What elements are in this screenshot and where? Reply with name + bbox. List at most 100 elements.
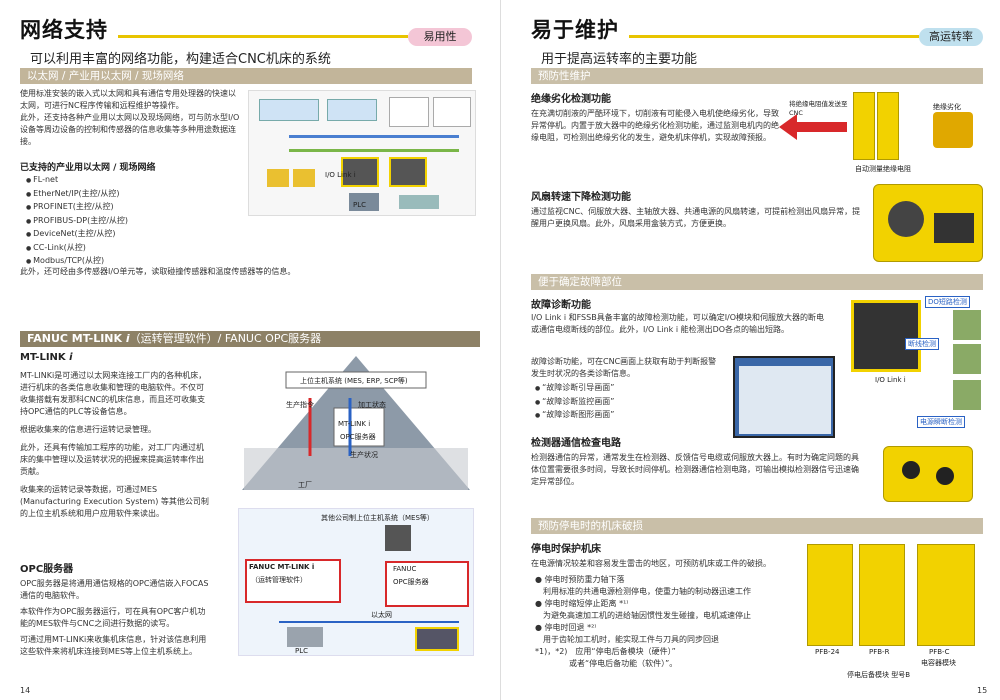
- paragraph: 此外，还具有传输加工程序的功能，对工厂内通过机床的集中管理以及运转状况的把握来提…: [20, 443, 204, 476]
- sensor-block: [293, 169, 315, 187]
- page-subtitle: 用于提高运转率的主要功能: [541, 52, 698, 67]
- item-title: 停电时预防重力轴下落: [544, 575, 625, 584]
- opc-box-title: FANUC: [393, 565, 417, 573]
- pfb-r-module: [859, 544, 905, 646]
- pfb-c-module: [917, 544, 975, 646]
- category-tag: 高运转率: [919, 28, 983, 46]
- item-title: 停电时回退 *²⁾: [544, 623, 597, 632]
- machining-status-label: 加工状态: [358, 401, 386, 409]
- ethernet-description: 使用标准安装的嵌入式以太网和具有通信专用处理器的快速以太网，可进行NC程序传输和…: [20, 88, 242, 148]
- mtlink-box-title: FANUC MT-LINK i: [249, 563, 315, 571]
- insulation-description: 在充满切削液的严酷环境下，切削液有可能侵入电机使绝缘劣化，导致异常停机。内置于放…: [531, 109, 779, 142]
- production-status-label: 生产状况: [350, 451, 378, 459]
- detector-checker-image: [883, 446, 973, 502]
- network-list: FL-net EtherNet/IP(主控/从控) PROFINET(主控/从控…: [26, 174, 128, 269]
- bar-rest: （运转管理软件）/ FANUC OPC服务器: [129, 332, 322, 345]
- connector-icon: [936, 467, 954, 485]
- paragraph: 收集来的运转记录等数据，可通过MES (Manufacturing Execut…: [20, 485, 209, 518]
- fan-box: [934, 213, 974, 243]
- modules-caption: 停电后备模块 型号B: [847, 671, 911, 679]
- fieldbus-line: [289, 149, 459, 152]
- paragraph: 可通过用MT-LINKi来收集机床信息，针对该信息利用这些软件来将机床连接到ME…: [20, 635, 207, 656]
- iolink-label: I/O Link i: [325, 171, 356, 179]
- detector-heading: 检测器通信检查电路: [531, 438, 621, 449]
- opc-description: OPC服务器是将通用通信规格的OPC通信嵌入FOCAS通信的电脑软件。 本软件作…: [20, 578, 210, 658]
- diagnosis-description: I/O Link i 和FSSB具备丰富的故障检测功能，可以确定I/O模块和伺服…: [531, 313, 825, 334]
- list-item: DeviceNet(主控/从控): [26, 228, 128, 242]
- pc-screen: [259, 99, 319, 121]
- pyramid-diagram: 上位主机系统 (MES, ERP, SCP等) 生产指令 加工状态 MT-LIN…: [238, 352, 474, 494]
- list-item: “故障诊断监控画面”: [535, 396, 614, 410]
- mtlink-label: MT-LINK i: [338, 420, 371, 428]
- section-bar-fault: 便于确定故障部位: [531, 274, 983, 290]
- red-arrow-icon: [779, 114, 847, 140]
- title-underline: [629, 35, 919, 38]
- diagnosis-list: “故障诊断引导画面” “故障诊断监控画面” “故障诊断图形画面”: [535, 382, 614, 423]
- opc-network-diagram: 其他公司制上位主机系统（MES等） FANUC MT-LINK i （运转管理软…: [238, 508, 474, 656]
- io-device: [399, 195, 439, 209]
- pc-screen: [327, 99, 377, 121]
- sensor-block: [267, 169, 289, 187]
- production-order-label: 生产指令: [286, 401, 314, 409]
- item-title: 停电时缩短停止距离 *¹⁾: [544, 599, 629, 608]
- network-diagram: I/O Link i PLC: [248, 90, 476, 216]
- motor-icon: [933, 112, 973, 148]
- list-item: EtherNet/IP(主控/从控): [26, 188, 128, 202]
- category-tag: 易用性: [408, 28, 472, 46]
- page-subtitle: 可以利用丰富的网络功能，构建适合CNC机床的系统: [30, 52, 331, 67]
- mtlink-heading: MT-LINK i: [20, 352, 73, 363]
- list-item: PROFINET(主控/从控): [26, 201, 128, 215]
- amplifier-module: [877, 92, 899, 160]
- item-detail: 利用标准的共通电源检测停电，使重力轴的制动器迅速工作: [543, 587, 751, 596]
- cnc-unit: [415, 627, 459, 651]
- item-detail: 为避免高速加工机的进给轴因惯性发生碰撞，电机减速停止: [543, 611, 751, 620]
- diagnosis-heading: 故障诊断功能: [531, 300, 591, 311]
- title-underline: [118, 35, 408, 38]
- opc-box-sub: OPC服务器: [393, 578, 429, 586]
- list-item: PROFIBUS-DP(主控/从控): [26, 215, 128, 229]
- section-bar-power-failure: 预防停电时的机床破损: [531, 518, 983, 534]
- page-number: 14: [20, 686, 31, 695]
- ethernet-line: [279, 621, 459, 623]
- power-failure-description: 在电源情况较差和容易发生雷击的地区，可预防机床或工件的破损。: [531, 559, 771, 568]
- host-label: 其他公司制上位主机系统（MES等）: [321, 514, 434, 522]
- power-failure-heading: 停电时保护机床: [531, 544, 601, 555]
- wire-break-label: 断线检测: [905, 338, 939, 350]
- io-module: [953, 344, 981, 374]
- paragraph: MT-LINKi是可通过以太网来连接工厂内的各种机床，进行机床的各类信息收集和管…: [20, 371, 207, 416]
- footnote: 或者“停电后备功能（软件）”。: [569, 659, 678, 668]
- paragraph: 使用标准安装的嵌入式以太网和具有通信专用处理器的快速以太网，可进行NC程序传输和…: [20, 89, 236, 110]
- section-bar-mtlink: FANUC MT-LINK i（运转管理软件）/ FANUC OPC服务器: [20, 331, 480, 347]
- bar-italic: i: [125, 332, 130, 345]
- page-number: 15: [977, 686, 988, 695]
- paragraph: 根据收集来的信息进行运转记录管理。: [20, 425, 156, 434]
- heading-text: MT-LINK: [20, 352, 70, 363]
- amplifier-module: [853, 92, 875, 160]
- paragraph: 此外，还支持各种产业用以太网以及现场网络，可与防水型I/O设备等周边设备的控制和…: [20, 113, 240, 146]
- ethernet-label: 以太网: [371, 611, 392, 619]
- list-item: CC-Link(从控): [26, 242, 128, 256]
- list-item: ● 停电时回退 *²⁾: [535, 623, 597, 632]
- fan-unit-image: [873, 184, 983, 262]
- heading-italic: i: [69, 352, 73, 363]
- page-title: 网络支持: [20, 18, 108, 42]
- cnc-screen-image: [733, 356, 835, 438]
- right-page: 易于维护 高运转率 用于提高运转率的主要功能 预防性维护 绝缘劣化检测功能 在充…: [500, 0, 1000, 700]
- pfb-24-module: [807, 544, 853, 646]
- plc-label: PLC: [295, 647, 309, 655]
- factory-panel: [433, 97, 471, 127]
- factory-panel: [389, 97, 429, 127]
- list-item: “故障诊断引导画面”: [535, 382, 614, 396]
- opc-label: OPC服务器: [340, 433, 376, 441]
- list-item: Modbus/TCP(从控): [26, 255, 128, 269]
- module-label: PFB-24: [815, 648, 840, 656]
- io-module: [953, 380, 981, 410]
- paragraph: 本软件作为OPC服务器运行，可在具有OPC客户机功能的MES软件与CNC之间进行…: [20, 607, 206, 628]
- io-module: [953, 310, 981, 340]
- diagnosis-screen-description: 故障诊断功能，可在CNC画面上获取有助于判断报警发生时状况的各类诊断信息。: [531, 357, 717, 378]
- opc-box: [385, 561, 469, 607]
- power-failure-list: ● 停电时预防重力轴下落 利用标准的共通电源检测停电，使重力轴的制动器迅速工作 …: [535, 574, 797, 670]
- list-item: ● 停电时缩短停止距离 *¹⁾: [535, 599, 629, 608]
- bar-title: FANUC MT-LINK: [27, 332, 126, 345]
- power-dip-label: 电源瞬断检测: [917, 416, 965, 428]
